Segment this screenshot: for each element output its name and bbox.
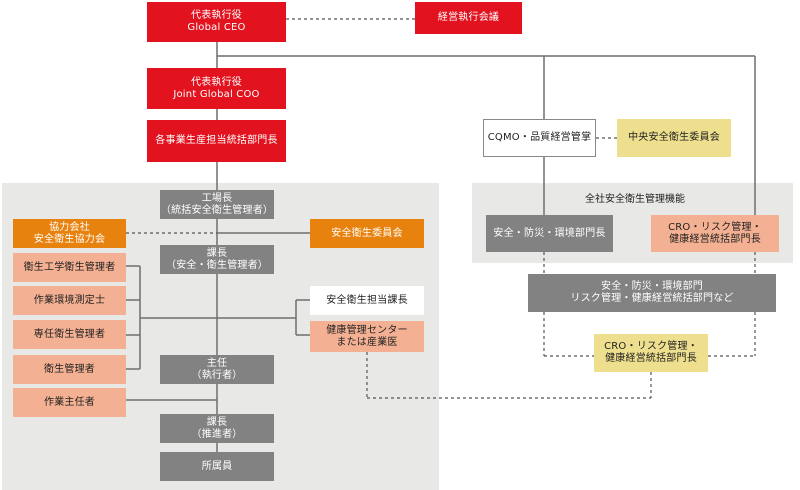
health-center-box: 健康管理センター または産業医 (310, 321, 424, 352)
partner-association-box: 協力会社 安全衛生協力会 (13, 219, 126, 248)
business-heads-box: 各事業生産担当統括部門長 (147, 120, 286, 162)
plant-manager-box: 工場長 （統括安全衛生管理者） (160, 190, 274, 219)
section-chief-promoter-box: 課長 （推進者） (160, 414, 274, 443)
cro-head-top-box: CRO・リスク管理・ 健康経営統括部門長 (651, 215, 779, 252)
dept-group-box: 安全・防災・環境部門 リスク管理・健康経営統括部門など (528, 274, 776, 312)
global-coo-box: 代表執行役 Joint Global COO (147, 68, 286, 109)
cqmo-box: CQMO・品質経営管掌 (483, 119, 596, 157)
central-committee-box: 中央安全衛生委員会 (617, 119, 731, 157)
left-role-box: 専任衛生管理者 (13, 320, 126, 349)
left-role-box: 作業主任者 (13, 388, 126, 417)
safety-committee-box: 安全衛生委員会 (310, 219, 424, 248)
company-panel-title: 全社安全衛生管理機能 (585, 194, 685, 205)
supervisor-box: 主任 （執行者） (160, 355, 274, 384)
left-role-box: 作業環境測定士 (13, 286, 126, 315)
left-role-box: 衛生管理者 (13, 355, 126, 384)
safety-section-head-box: 安全衛生担当課長 (310, 286, 424, 315)
safety-head-box: 安全・防災・環境部門長 (486, 215, 613, 252)
section-chief-safety-box: 課長 （安全・衛生管理者） (160, 245, 274, 274)
staff-box: 所属員 (160, 452, 274, 481)
left-role-box: 衛生工学衛生管理者 (13, 253, 126, 282)
cro-head-bottom-box: CRO・リスク管理・ 健康経営統括部門長 (594, 334, 708, 372)
exec-meeting-box: 経営執行会議 (415, 2, 522, 34)
global-ceo-box: 代表執行役 Global CEO (147, 2, 286, 42)
